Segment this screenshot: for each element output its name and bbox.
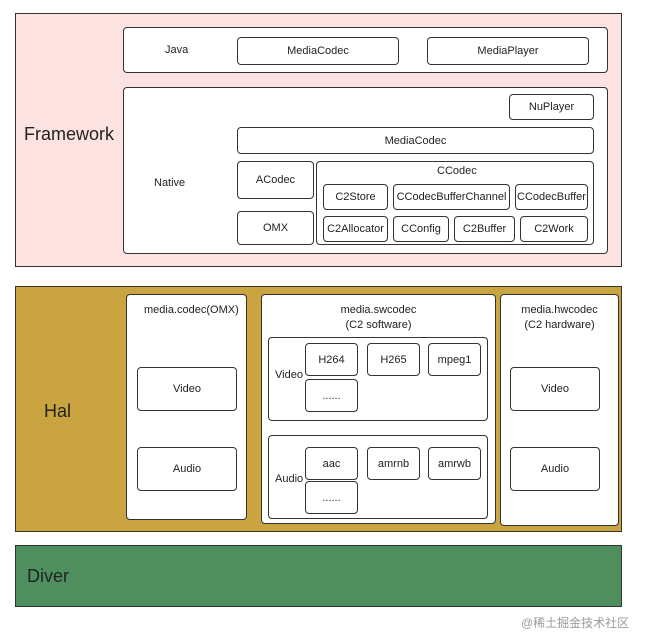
mpeg1-box: mpeg1 bbox=[428, 343, 481, 376]
java-label: Java bbox=[165, 44, 189, 56]
omx-codec-title: media.codec(OMX) bbox=[144, 304, 239, 316]
swcodec-title: media.swcodec (C2 software) bbox=[261, 303, 496, 333]
c2buffer-box: C2Buffer bbox=[454, 216, 515, 242]
swcodec-subtitle: (C2 software) bbox=[345, 319, 412, 331]
hw-video-box: Video bbox=[510, 367, 600, 411]
nuplayer-box: NuPlayer bbox=[509, 94, 594, 120]
amrnb-box: amrnb bbox=[367, 447, 420, 480]
ccodec-title: CCodec bbox=[437, 165, 477, 177]
amrwb-box: amrwb bbox=[428, 447, 481, 480]
hal-title: Hal bbox=[44, 401, 72, 421]
framework-title: Framework bbox=[24, 124, 115, 144]
mediaplayer-box: MediaPlayer bbox=[427, 37, 589, 65]
sw-audio-more-box: ...... bbox=[305, 481, 358, 514]
c2store-box: C2Store bbox=[323, 184, 388, 210]
sw-video-more-box: ...... bbox=[305, 379, 358, 412]
cconfig-box: CConfig bbox=[393, 216, 449, 242]
acodec-box: ACodec bbox=[237, 161, 314, 199]
ccodecbufferchannel-box: CCodecBufferChannel bbox=[393, 184, 510, 210]
omx-box: OMX bbox=[237, 211, 314, 245]
native-label: Native bbox=[154, 177, 186, 189]
swcodec-name: media.swcodec bbox=[340, 304, 417, 316]
watermark: @稀土掘金技术社区 bbox=[521, 616, 630, 630]
sw-video-label: Video bbox=[275, 369, 303, 381]
omx-audio-box: Audio bbox=[137, 447, 237, 491]
aac-box: aac bbox=[305, 447, 358, 480]
c2allocator-box: C2Allocator bbox=[323, 216, 388, 242]
h264-box: H264 bbox=[305, 343, 358, 376]
hwcodec-subtitle: (C2 hardware) bbox=[524, 319, 595, 331]
hw-audio-box: Audio bbox=[510, 447, 600, 491]
mediacodec-java-box: MediaCodec bbox=[237, 37, 399, 65]
ccodecbuffer-box: CCodecBuffer bbox=[515, 184, 588, 210]
mediacodec-native-box: MediaCodec bbox=[237, 127, 594, 154]
hwcodec-name: media.hwcodec bbox=[521, 304, 598, 316]
c2work-box: C2Work bbox=[520, 216, 588, 242]
hwcodec-title: media.hwcodec (C2 hardware) bbox=[500, 303, 619, 333]
h265-box: H265 bbox=[367, 343, 420, 376]
sw-audio-label: Audio bbox=[275, 473, 304, 485]
driver-title: Diver bbox=[27, 566, 70, 586]
driver-layer bbox=[15, 545, 622, 607]
omx-video-box: Video bbox=[137, 367, 237, 411]
